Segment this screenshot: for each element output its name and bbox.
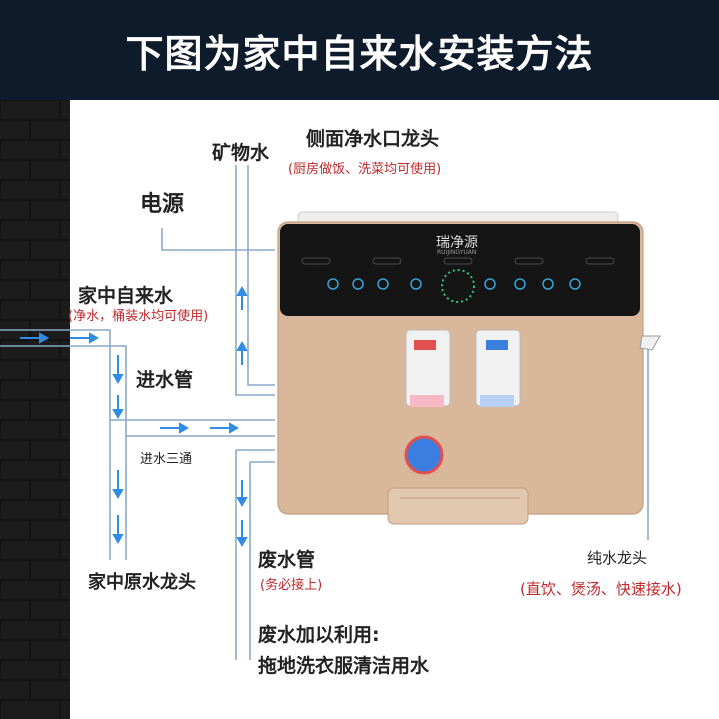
brand-logo-icon <box>406 437 442 473</box>
label-pure-faucet: 纯水龙头 <box>587 547 647 568</box>
water-purifier-device <box>278 212 660 524</box>
label-side-faucet-note: (厨房做饭、洗菜均可使用) <box>288 158 441 177</box>
label-inlet-pipe: 进水管 <box>136 365 193 392</box>
label-raw-faucet: 家中原水龙头 <box>88 568 196 594</box>
label-pure-faucet-note: (直饮、煲汤、快速接水) <box>520 578 682 599</box>
label-side-faucet: 侧面净水口龙头 <box>306 124 439 151</box>
label-tap-water-note: (净水，桶装水均可使用) <box>68 305 208 324</box>
flow-arrows <box>20 288 246 545</box>
label-waste-reuse-desc: 拖地洗衣服清洁用水 <box>258 651 429 678</box>
pure-water-faucet-icon <box>640 336 660 350</box>
cold-water-icon <box>486 340 508 350</box>
label-power: 电源 <box>140 186 184 218</box>
label-waste-pipe-note: (务必接上) <box>260 574 322 593</box>
label-mineral-water: 矿物水 <box>212 138 269 165</box>
hot-water-icon <box>414 340 436 350</box>
label-inlet-tee: 进水三通 <box>140 448 192 467</box>
device-brand-sub: RUIJINGYUAN <box>437 249 476 256</box>
label-waste-reuse-title: 废水加以利用: <box>258 620 380 647</box>
label-tap-water: 家中自来水 <box>78 281 173 308</box>
label-waste-pipe: 废水管 <box>258 545 315 572</box>
